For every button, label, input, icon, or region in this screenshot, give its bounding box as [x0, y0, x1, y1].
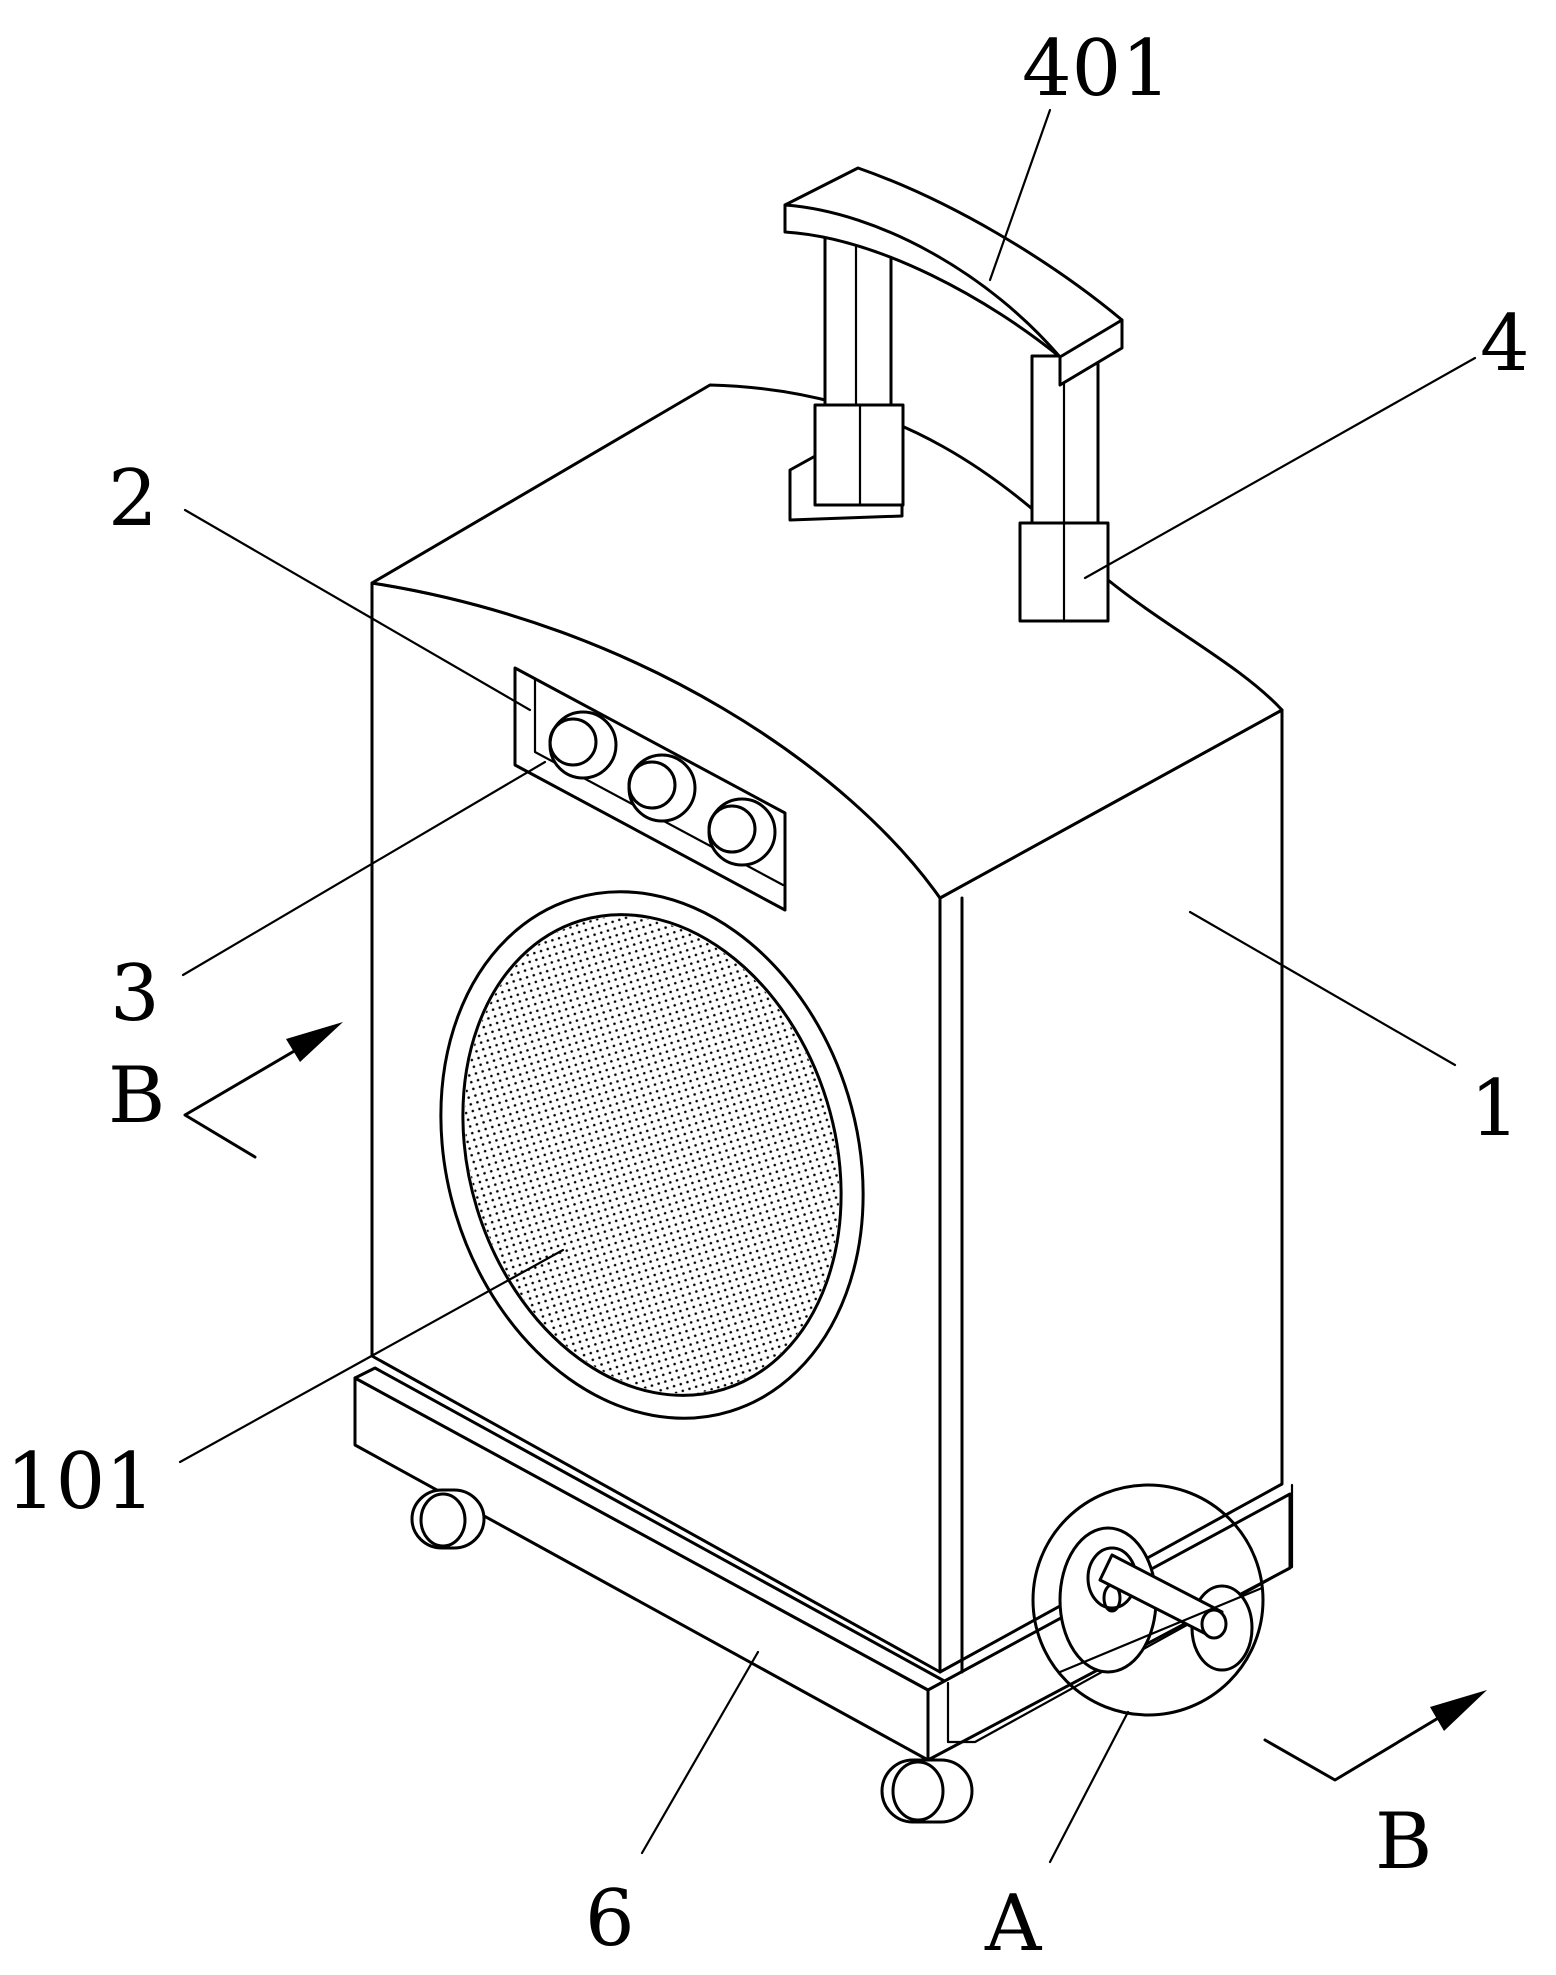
label-telescopic-rod: 4 [1480, 299, 1530, 389]
label-housing: 1 [1470, 1064, 1520, 1154]
leader-a [1050, 1712, 1128, 1862]
knob-1 [550, 712, 616, 778]
label-speaker-grille: 101 [6, 1437, 155, 1527]
arrow-head-icon [1430, 1690, 1487, 1731]
section-mark-right [1265, 1690, 1487, 1780]
label-base-plate: 6 [585, 1874, 635, 1964]
label-handle-grip: 401 [1022, 24, 1171, 114]
telescopic-rod-right [1020, 356, 1108, 621]
label-knob: 3 [110, 949, 160, 1039]
section-mark-left [185, 1022, 343, 1157]
label-section-b-left: B [108, 1051, 165, 1141]
arrow-head-icon [286, 1022, 343, 1062]
leader-6 [642, 1652, 758, 1853]
knob-2 [629, 755, 695, 821]
telescopic-rod-left [790, 236, 903, 520]
caster-wheel-left [412, 1490, 484, 1548]
label-control-panel: 2 [108, 454, 158, 544]
label-section-b-right: B [1375, 1797, 1432, 1887]
knob-3 [709, 799, 775, 865]
leader-4 [1085, 358, 1475, 578]
caster-wheel-front [882, 1760, 972, 1822]
label-detail-a: A [984, 1879, 1043, 1969]
